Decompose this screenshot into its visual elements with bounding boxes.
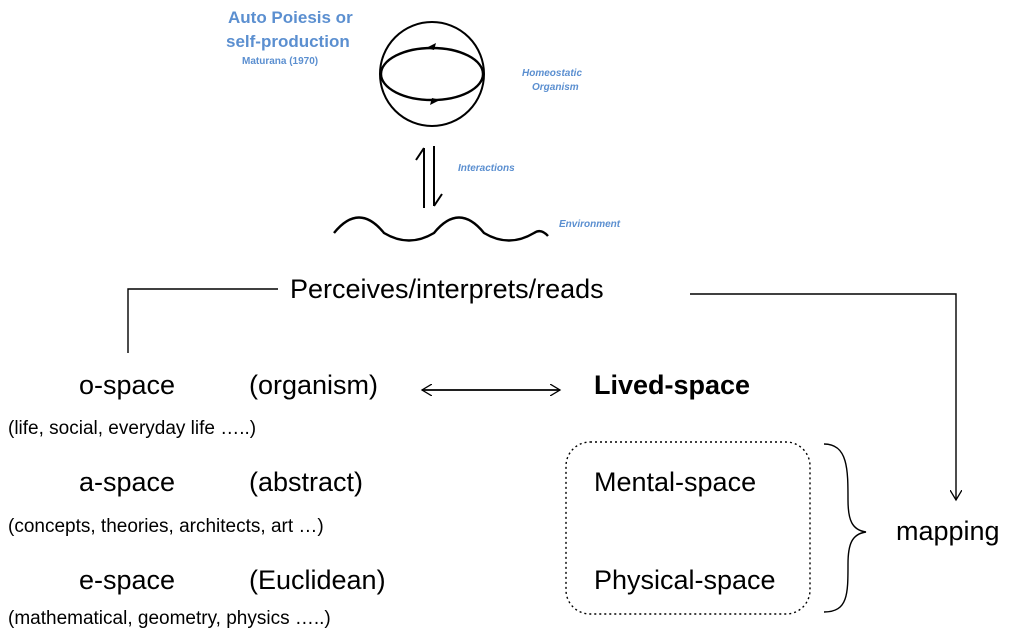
e-space-desc: (mathematical, geometry, physics …..) <box>8 608 331 629</box>
a-space-desc: (concepts, theories, architects, art …) <box>8 516 324 537</box>
interaction-arrows-icon <box>415 146 443 208</box>
environment-wave-icon <box>333 216 549 242</box>
o-space-type: (organism) <box>249 370 379 400</box>
o-space-name: o-space <box>79 370 176 400</box>
interactions-label: Interactions <box>458 163 515 174</box>
a-space-type: (abstract) <box>249 467 364 497</box>
curly-brace-icon <box>823 443 867 613</box>
environment-label: Environment <box>559 219 621 230</box>
organism-label-line1: Homeostatic <box>522 68 583 79</box>
perceives-label: Perceives/interprets/reads <box>290 274 604 304</box>
left-connector-line <box>127 288 278 353</box>
e-space-type: (Euclidean) <box>249 565 386 595</box>
mental-physical-box <box>565 441 811 615</box>
e-space-name: e-space <box>79 565 176 595</box>
right-connector-line <box>690 293 956 500</box>
organism-label-line2: Organism <box>532 82 579 93</box>
organism-sphere-icon <box>379 21 485 127</box>
o-space-desc: (life, social, everyday life …..) <box>8 418 257 439</box>
lived-space-label: Lived-space <box>594 370 751 400</box>
mental-space-label: Mental-space <box>594 467 757 497</box>
a-space-name: a-space <box>79 467 176 497</box>
autopoiesis-title-line1: Auto Poiesis or <box>228 8 353 27</box>
autopoiesis-title-line2: self-production <box>226 32 350 51</box>
mapping-label: mapping <box>896 516 1000 546</box>
physical-space-label: Physical-space <box>594 565 776 595</box>
citation: Maturana (1970) <box>242 56 319 67</box>
